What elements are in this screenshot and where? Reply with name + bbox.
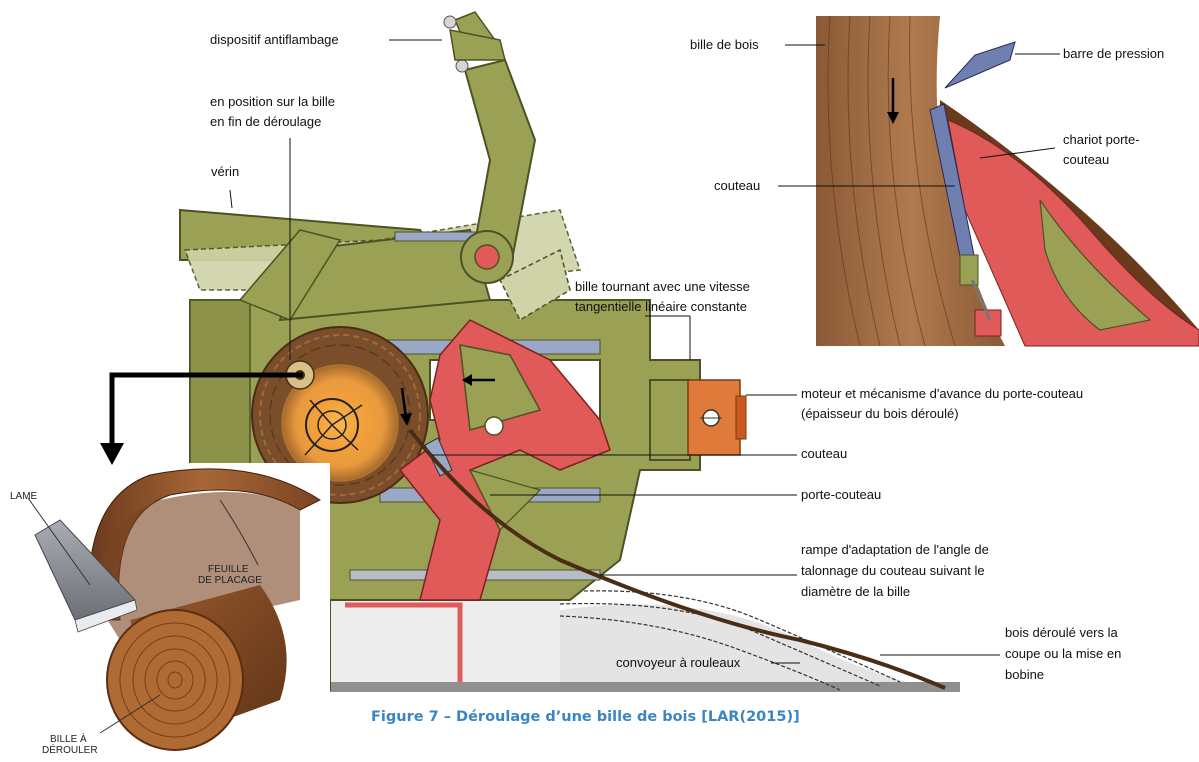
label-bois-deroule-line2: coupe ou la mise en xyxy=(1005,645,1121,663)
illus-label-bille-line2: DÉROULER xyxy=(42,745,98,756)
label-bille-tournant-line2: tangentielle linéaire constante xyxy=(575,298,747,316)
inset-label-barre-de-pression: barre de pression xyxy=(1063,45,1164,63)
inset-label-chariot-line1: chariot porte- xyxy=(1063,131,1140,149)
label-bille-tournant-line1: bille tournant avec une vitesse xyxy=(575,278,750,296)
illus-label-feuille-line2: DE PLACAGE xyxy=(198,575,262,586)
label-rampe-line2: talonnage du couteau suivant le xyxy=(801,562,985,580)
label-verin: vérin xyxy=(211,163,239,181)
figure-caption: Figure 7 – Déroulage d’une bille de bois… xyxy=(371,709,800,725)
illus-label-lame: LAME xyxy=(10,491,37,502)
label-rampe-line3: diamètre de la bille xyxy=(801,583,910,601)
label-rampe-line1: rampe d'adaptation de l'angle de xyxy=(801,541,989,559)
illus-label-bille-line1: BILLE À xyxy=(50,734,87,745)
label-position-line1: en position sur la bille xyxy=(210,93,335,111)
label-moteur-line2: (épaisseur du bois déroulé) xyxy=(801,405,959,423)
label-moteur-line1: moteur et mécanisme d'avance du porte-co… xyxy=(801,385,1083,403)
label-bois-deroule-line1: bois déroulé vers la xyxy=(1005,624,1118,642)
label-convoyeur: convoyeur à rouleaux xyxy=(616,654,740,672)
inset-label-couteau: couteau xyxy=(714,177,760,195)
illus-label-feuille-line1: FEUILLE xyxy=(208,564,249,575)
inset-label-chariot-line2: couteau xyxy=(1063,151,1109,169)
label-position-line2: en fin de déroulage xyxy=(210,113,321,131)
label-porte-couteau: porte-couteau xyxy=(801,486,881,504)
motor xyxy=(650,380,746,460)
inset-label-bille-de-bois: bille de bois xyxy=(690,36,759,54)
conveyor-frame xyxy=(330,600,560,690)
label-couteau: couteau xyxy=(801,445,847,463)
inset-detail xyxy=(816,16,1199,346)
label-antiflambage: dispositif antiflambage xyxy=(210,31,339,49)
label-bois-deroule-line3: bobine xyxy=(1005,666,1044,684)
floor xyxy=(330,682,960,692)
illustration-3d xyxy=(0,463,330,762)
log-end-3d xyxy=(107,610,243,750)
